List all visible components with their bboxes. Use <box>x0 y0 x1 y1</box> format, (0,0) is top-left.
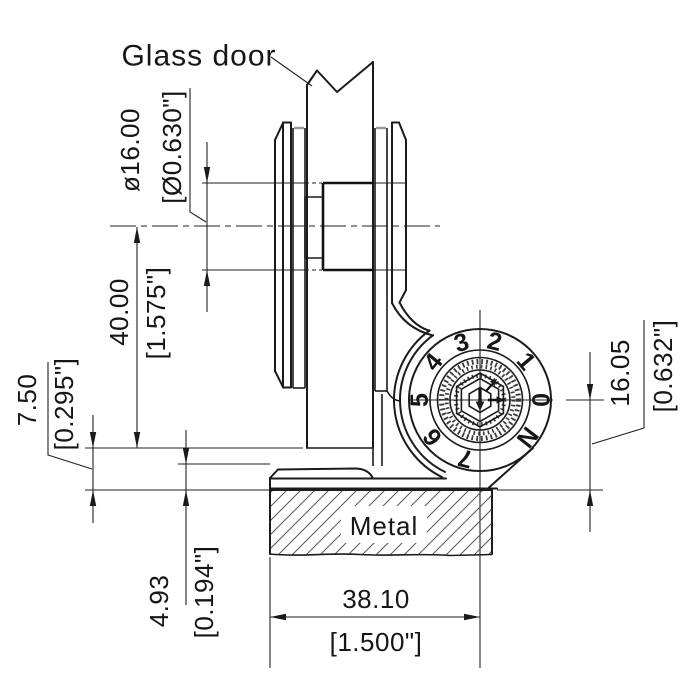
dial-number-3: 3 <box>451 327 473 358</box>
dial-direction-arrows <box>475 379 505 411</box>
glass-door-outline <box>306 61 374 449</box>
dim-base-width-metric: 38.10 <box>342 584 410 614</box>
dial-number-2: 2 <box>484 327 504 358</box>
dial-number-6: 6 <box>417 423 448 451</box>
hex-socket <box>455 372 505 428</box>
dial-number-5: 5 <box>406 393 434 407</box>
dim-foot-clearance-metric: 4.93 <box>144 575 174 628</box>
clamp-plate-right <box>374 121 434 402</box>
dim-center-to-glass-metric: 40.00 <box>104 278 134 346</box>
dim-pivot-height-metric: 16.05 <box>605 339 635 407</box>
metal-hatching <box>270 490 492 555</box>
dim-glass-clearance-imperial: [0.295"] <box>49 358 79 451</box>
dim-pivot-height-imperial: [0.632"] <box>648 320 678 413</box>
bushing-cylinder <box>304 181 373 272</box>
dial-housing-rim <box>393 329 446 479</box>
clamp-plate-left <box>274 121 306 389</box>
metal-label: Metal <box>350 511 419 541</box>
leader-lines <box>47 56 645 470</box>
dial-number-7: 7 <box>455 443 475 474</box>
dim-glass-clearance-metric: 7.50 <box>12 374 42 427</box>
dim-foot-clearance-imperial: [0.194"] <box>189 546 219 639</box>
dial-number-n: N <box>511 421 544 452</box>
dim-hole-diameter-imperial: [Ø0.630"] <box>157 90 187 203</box>
extension-lines <box>85 182 604 668</box>
glass-door-label: Glass door <box>121 40 276 73</box>
dim-base-width-imperial: [1.500"] <box>330 627 423 657</box>
annotations: Glass door Metal ø16.00 [Ø0.630"] 40.00 … <box>12 40 678 658</box>
dim-hole-diameter-metric: ø16.00 <box>115 108 145 192</box>
dial-number-4: 4 <box>418 348 449 377</box>
hinge-body-lower <box>269 394 534 490</box>
dimension-arrowheads <box>89 167 594 621</box>
metal-base-plate <box>269 489 493 557</box>
dial-number-0: 0 <box>526 393 554 407</box>
dial-number-1: 1 <box>511 347 541 376</box>
dim-center-to-glass-imperial: [1.575"] <box>141 267 171 360</box>
adjustment-dial <box>408 328 552 472</box>
